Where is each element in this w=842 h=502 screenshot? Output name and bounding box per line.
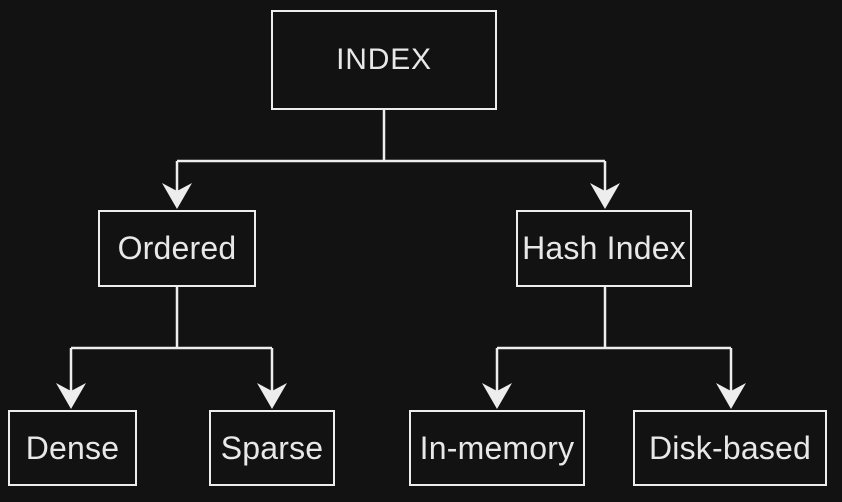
node-ordered: Ordered <box>98 210 256 287</box>
node-index: INDEX <box>271 10 497 110</box>
arrow-down-icon-disk-based <box>716 383 746 409</box>
arrow-down-icon-hash-index <box>590 183 620 209</box>
node-in-memory: In-memory <box>409 410 585 486</box>
node-hash-index-label: Hash Index <box>522 230 686 266</box>
node-disk-based: Disk-based <box>633 410 827 486</box>
node-ordered-label: Ordered <box>117 230 237 266</box>
arrow-down-icon-dense <box>56 383 86 409</box>
node-sparse-label: Sparse <box>220 429 324 466</box>
arrow-down-icon-sparse <box>257 383 287 409</box>
node-index-label: INDEX <box>336 43 432 76</box>
node-sparse: Sparse <box>209 410 335 486</box>
arrow-down-icon-ordered <box>162 183 192 209</box>
node-in-memory-label: In-memory <box>419 429 575 466</box>
arrow-down-icon-in-memory <box>482 383 512 409</box>
node-dense-label: Dense <box>25 429 120 466</box>
node-dense: Dense <box>8 410 137 486</box>
node-hash-index: Hash Index <box>516 210 692 287</box>
node-disk-based-label: Disk-based <box>648 429 812 466</box>
